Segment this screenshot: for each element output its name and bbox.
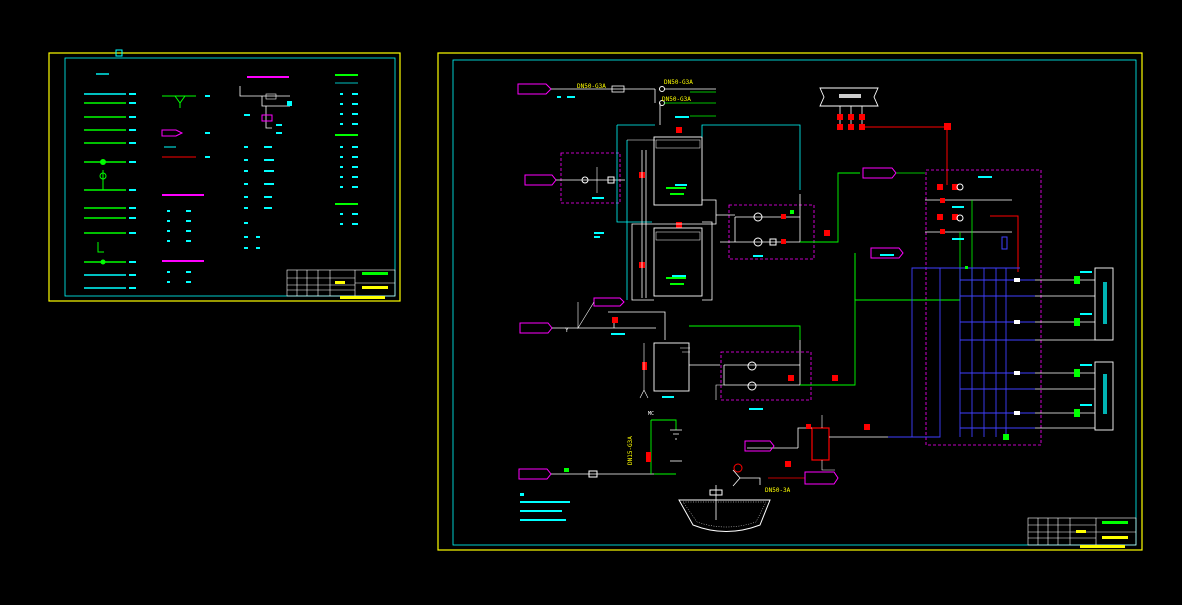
inlet-tag-top	[517, 83, 552, 95]
notes-block	[520, 493, 570, 521]
legend-sheet-outer-border	[48, 52, 401, 302]
heater-tank	[744, 415, 888, 485]
legend-symbol-marks	[97, 159, 107, 265]
legend-column3	[239, 76, 292, 249]
top-supply-lines: DN50-G3A DN50-G3A DN50-G3A	[517, 79, 716, 125]
softener-section	[524, 124, 682, 300]
main-sheet-inner-border	[452, 59, 1137, 546]
legend-line-symbols	[84, 73, 126, 289]
main-title-block	[1027, 517, 1137, 548]
pump-set-2	[715, 253, 856, 401]
legend-column2	[161, 95, 210, 283]
header-pipe	[819, 87, 951, 185]
svg-text:Y: Y	[565, 327, 569, 334]
main-sheet-outer-border	[437, 52, 1143, 551]
legend-column1-codes	[129, 93, 136, 289]
legend-sheet-inner-border	[64, 57, 396, 297]
inlet-lower-left: Y	[519, 297, 666, 340]
pump-set-1	[716, 172, 860, 260]
legend-title-block	[286, 269, 396, 299]
legend-sheet-marker	[115, 49, 123, 57]
legend-sheet	[48, 49, 401, 302]
manifold-panel	[854, 169, 1042, 446]
equipment-tags	[592, 116, 992, 410]
pipe-label-top-1: DN50-G3A	[577, 83, 606, 90]
main-sheet: DN50-G3A DN50-G3A DN50-G3A	[437, 52, 1143, 551]
pipe-label-top-2: DN50-G3A	[664, 79, 693, 86]
pipe-label-mc: MC	[648, 411, 654, 417]
tank-lower	[653, 227, 703, 297]
pipe-label-vertical-left: DN15-G3A	[627, 436, 634, 465]
outlet-cabinets	[1014, 267, 1114, 431]
tank-mid	[639, 325, 801, 399]
sump-pit: DN50-3A	[678, 463, 805, 532]
tank-interconnect	[631, 124, 801, 301]
pipe-label-bottom: DN50-3A	[765, 487, 791, 494]
pipe-label-top-3: DN50-G3A	[662, 96, 691, 103]
tank-upper	[653, 136, 703, 206]
legend-column4	[335, 74, 358, 225]
outlet-tags	[862, 167, 925, 259]
feed-bottom: DN15-G3A MC	[518, 411, 682, 480]
